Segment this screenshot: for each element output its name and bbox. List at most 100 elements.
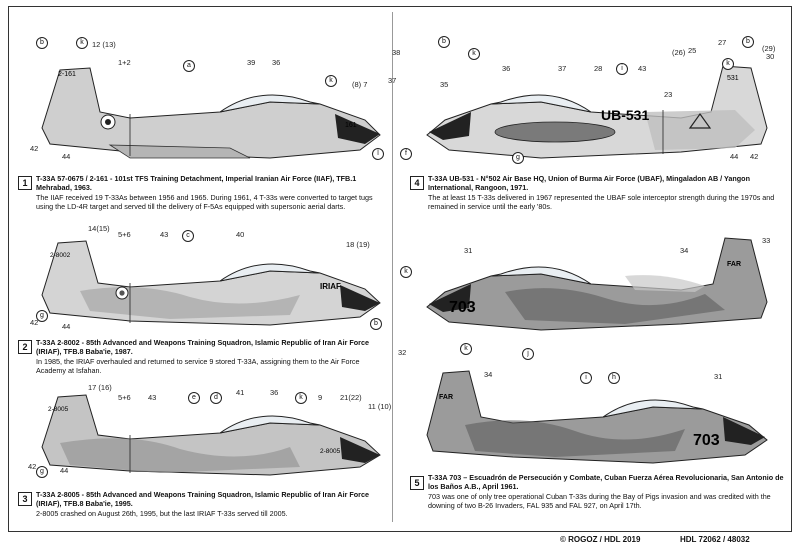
profile-5b-aircraft: FAR 703: [426, 370, 768, 464]
callout-34: 34: [680, 246, 689, 255]
column-divider: [392, 12, 393, 522]
tail-code-4: 531: [727, 75, 739, 82]
callout-8-7: (8) 7: [352, 80, 368, 89]
profile-4-aircraft: 531 UB-531: [426, 65, 768, 159]
body-code-1: 161: [345, 122, 357, 129]
callout-letter-k: k: [76, 37, 88, 49]
callout-23: 23: [664, 90, 673, 99]
callout-29: (29): [762, 44, 776, 53]
callout-42-c: 42: [28, 462, 37, 471]
callout-42-b: 42: [30, 318, 39, 327]
callout-36: 36: [272, 58, 281, 67]
callout-43: 43: [160, 230, 169, 239]
profile-1-caption: T-33A 57-0675 / 2-161 - 101st TFS Traini…: [36, 174, 386, 212]
callout-44: 44: [62, 152, 71, 161]
callout-letter-g4: g: [512, 152, 524, 164]
callout-letter-d: d: [210, 392, 222, 404]
profile-1-number: 1: [18, 176, 32, 190]
callout-letter-b4b: b: [742, 36, 754, 48]
callout-5-6: 5+6: [118, 230, 131, 239]
profile-5a-aircraft: FAR 703: [426, 237, 768, 331]
profile-5-text: 703 was one of only tree operational Cub…: [428, 491, 771, 511]
page-frame: [8, 6, 792, 532]
profile-2-text: In 1985, the IRIAF overhauled and return…: [36, 356, 360, 376]
callout-36-c: 36: [270, 388, 279, 397]
callout-30: 30: [766, 52, 775, 61]
callout-38: 38: [392, 48, 401, 57]
profile-3-aircraft: 2-8005 2-8005: [41, 394, 381, 476]
callout-44-b: 44: [62, 322, 71, 331]
callout-letter-b: b: [36, 37, 48, 49]
callout-5-6-c: 5+6: [118, 393, 131, 402]
callout-letter-h: h: [608, 372, 620, 384]
callout-21-22: 21(22): [340, 393, 362, 402]
body-code-3: 2-8005: [320, 448, 341, 455]
body-code-4: UB-531: [601, 107, 649, 123]
callout-44-c: 44: [60, 466, 69, 475]
tail-code-2: 2-8002: [50, 252, 71, 259]
callout-letter-b4: b: [438, 36, 450, 48]
callout-42: 42: [30, 144, 39, 153]
body-code-5b: 703: [693, 432, 720, 449]
callout-letter-e: e: [188, 392, 200, 404]
profile-2-caption: T-33A 2-8002 - 85th Advanced and Weapons…: [36, 338, 386, 376]
callout-letter-b2: b: [370, 318, 382, 330]
callout-32: 32: [398, 348, 407, 357]
callout-letter-c: c: [182, 230, 194, 242]
callout-letter-k2: k: [325, 75, 337, 87]
profile-5-number: 5: [410, 476, 424, 490]
callout-41: 41: [236, 388, 245, 397]
profile-4-number: 4: [410, 176, 424, 190]
callout-25: 25: [688, 46, 697, 55]
callout-36-d: 36: [502, 64, 511, 73]
callout-27: 27: [718, 38, 727, 47]
callout-12-13: 12 (13): [92, 40, 116, 49]
callout-letter-i5: i: [580, 372, 592, 384]
catalog-number: HDL 72062 / 48032: [680, 535, 750, 544]
profile-3-heading: T-33A 2-8005 - 85th Advanced and Weapons…: [36, 490, 369, 509]
profile-4-caption: T-33A UB-531 - N°502 Air Base HQ, Union …: [428, 174, 784, 212]
callout-39: 39: [247, 58, 256, 67]
callout-11-10: 11 (10): [368, 402, 392, 411]
callout-letter-l: l: [372, 148, 384, 160]
profile-4-heading: T-33A UB-531 - N°502 Air Base HQ, Union …: [428, 174, 750, 193]
profile-5-caption: T-33A 703 – Escuadrón de Persecución y C…: [428, 473, 784, 511]
callout-34-b: 34: [484, 370, 493, 379]
body-code-5a: 703: [449, 299, 476, 316]
tail-code-1: 2-161: [58, 71, 76, 78]
callout-37: 37: [388, 76, 397, 85]
callout-letter-g: g: [36, 310, 48, 322]
profile-5-heading: T-33A 703 – Escuadrón de Persecución y C…: [428, 473, 784, 492]
profile-4-text: The at least 15 T-33s delivered in 1967 …: [428, 192, 775, 212]
profile-3-text: 2-8005 crashed on August 26th, 1995, but…: [36, 508, 288, 518]
callout-14-15: 14(15): [88, 224, 110, 233]
callout-letter-g3: g: [36, 466, 48, 478]
callout-35: 35: [440, 80, 449, 89]
callout-letter-j: j: [522, 348, 534, 360]
tail-code-5a: FAR: [727, 261, 741, 268]
callout-letter-i: i: [616, 63, 628, 75]
profile-2-aircraft: 2-8002 IRIAF: [41, 240, 381, 326]
tail-code-3: 2-8005: [48, 406, 69, 413]
callout-44-d: 44: [730, 152, 739, 161]
profile-3-number: 3: [18, 492, 32, 506]
callout-letter-k4b: k: [722, 58, 734, 70]
copyright: © ROGOZ / HDL 2019: [560, 535, 641, 544]
callout-33: 33: [762, 236, 771, 245]
callout-37-d: 37: [558, 64, 567, 73]
callout-31: 31: [464, 246, 473, 255]
callout-1-2: 1+2: [118, 58, 131, 67]
callout-17-16: 17 (16): [88, 383, 112, 392]
callout-26: (26): [672, 48, 686, 57]
callout-9: 9: [318, 393, 323, 402]
tail-code-5b: FAR: [439, 394, 453, 401]
callout-43-c: 43: [148, 393, 157, 402]
callout-43-d: 43: [638, 64, 647, 73]
callout-letter-f: f: [400, 148, 412, 160]
callout-18-19: 18 (19): [346, 240, 370, 249]
callout-letter-k5: k: [400, 266, 412, 278]
callout-40: 40: [236, 230, 245, 239]
callout-letter-k4: k: [468, 48, 480, 60]
callout-31-b: 31: [714, 372, 723, 381]
profile-2-number: 2: [18, 340, 32, 354]
